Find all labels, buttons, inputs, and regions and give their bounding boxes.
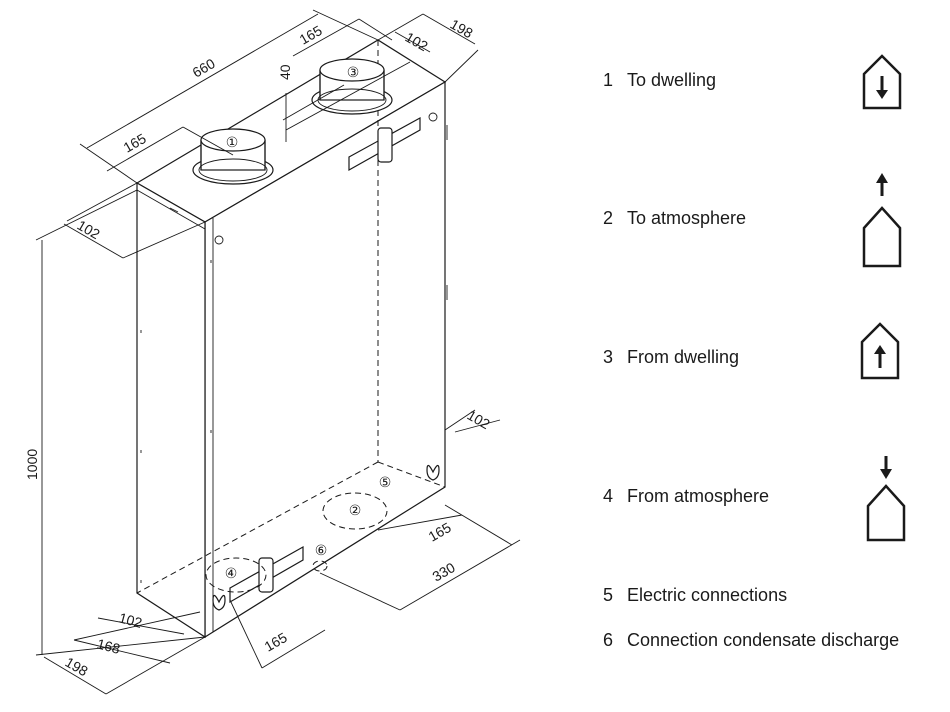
house-arrow-down-outside-icon	[866, 456, 906, 542]
house-arrow-down-inside-icon	[862, 54, 902, 110]
dim-102-bottom-left: 102	[117, 609, 144, 631]
legend-item-1: 1 To dwelling	[603, 70, 716, 91]
marker-6: ⑥	[315, 543, 328, 559]
legend-number: 1	[603, 70, 614, 90]
marker-1: ①	[226, 135, 239, 151]
legend-item-6: 6 Connection condensate discharge	[603, 630, 899, 651]
dim-165-bottom-front: 165	[262, 629, 290, 655]
dim-40: 40	[277, 64, 293, 80]
legend-label: From dwelling	[627, 347, 740, 367]
dim-330: 330	[430, 559, 458, 585]
dim-165-top-right: 165	[297, 22, 325, 48]
legend-label: Connection condensate discharge	[627, 630, 900, 650]
connection-2-outline	[322, 492, 388, 530]
house-arrow-up-outside-icon	[862, 173, 902, 268]
legend-label: Electric connections	[627, 585, 788, 605]
legend-number: 3	[603, 347, 614, 367]
connection-6-outline	[312, 560, 328, 572]
house-arrow-up-inside-icon	[860, 322, 900, 380]
legend-item-5: 5 Electric connections	[603, 585, 787, 606]
dim-198-top: 198	[448, 16, 476, 42]
marker-2: ②	[349, 503, 362, 519]
marker-3: ③	[347, 65, 360, 81]
dim-168: 168	[95, 635, 122, 657]
dim-1000: 1000	[24, 449, 40, 480]
marker-4: ④	[225, 566, 238, 582]
legend-item-4: 4 From atmosphere	[603, 486, 769, 507]
legend-item-3: 3 From dwelling	[603, 347, 739, 368]
legend-number: 6	[603, 630, 614, 650]
connection-4-outline	[205, 557, 267, 593]
legend-number: 5	[603, 585, 614, 605]
dim-660: 660	[190, 55, 218, 81]
legend-label: From atmosphere	[627, 486, 770, 506]
dimension-lines	[35, 9, 521, 695]
unit-body	[135, 39, 448, 639]
markers: ① ② ③ ④ ⑤ ⑥	[225, 65, 392, 582]
dim-102-front: 102	[75, 217, 103, 243]
duct-1	[192, 128, 274, 185]
legend-number: 4	[603, 486, 614, 506]
dim-198-bottom: 198	[63, 654, 91, 680]
legend-number: 2	[603, 208, 614, 228]
legend-label: To atmosphere	[627, 208, 747, 228]
dim-165-top-left: 165	[121, 130, 149, 156]
marker-5: ⑤	[379, 475, 392, 491]
legend-item-2: 2 To atmosphere	[603, 208, 746, 229]
legend-label: To dwelling	[627, 70, 717, 90]
dim-165-bottom-right: 165	[426, 519, 454, 545]
